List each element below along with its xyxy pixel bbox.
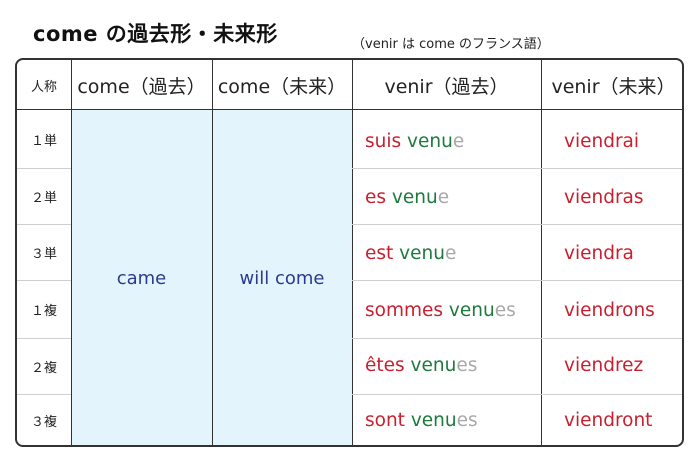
past-participle: venu xyxy=(407,130,453,152)
agreement-ending: e xyxy=(437,186,450,208)
column-divider xyxy=(71,60,72,445)
row-divider xyxy=(17,224,71,225)
row-divider xyxy=(17,280,71,281)
past-participle: venu xyxy=(448,299,495,321)
venir-future-cell: viendront xyxy=(564,410,653,431)
past-participle: venu xyxy=(410,354,457,376)
header-come-past: come（過去） xyxy=(77,75,206,98)
past-participle: venu xyxy=(391,186,438,208)
agreement-ending: es xyxy=(456,354,478,376)
header-person: 人称 xyxy=(30,79,57,95)
row-divider xyxy=(17,338,71,339)
auxiliary-verb: sommes xyxy=(365,299,444,321)
person-label: １複 xyxy=(30,303,57,319)
subtitle-note: （venir は come のフランス語） xyxy=(352,37,550,52)
auxiliary-verb: sont xyxy=(365,410,405,431)
row-divider xyxy=(17,394,71,395)
row-divider xyxy=(352,168,682,169)
agreement-ending: e xyxy=(452,130,465,152)
header-venir-future: venir（未来） xyxy=(551,75,676,98)
row-divider xyxy=(352,224,682,225)
agreement-ending: es xyxy=(494,299,516,321)
column-divider xyxy=(541,60,542,445)
venir-future-cell: viendrai xyxy=(564,130,640,152)
venir-future-cell: viendra xyxy=(564,242,634,264)
person-label: ３単 xyxy=(30,246,57,262)
person-label: ２単 xyxy=(30,190,57,206)
auxiliary-verb: êtes xyxy=(365,354,405,376)
venir-future-cell: viendrons xyxy=(564,299,655,321)
person-label: ２複 xyxy=(30,360,57,376)
come-past-value: came xyxy=(116,268,167,289)
auxiliary-verb: es xyxy=(365,186,387,208)
row-divider xyxy=(17,168,71,169)
column-divider xyxy=(352,60,353,445)
conjugation-table: 人称 come（過去） come（未来） venir（過去） venir（未来）… xyxy=(15,58,684,447)
come-future-value: will come xyxy=(239,268,325,289)
venir-future-cell: viendras xyxy=(564,186,644,208)
header-come-future: come（未来） xyxy=(217,75,347,98)
row-divider xyxy=(352,280,682,281)
page-title: come の過去形・未来形 xyxy=(33,22,278,46)
agreement-ending: e xyxy=(444,242,457,264)
past-participle: venu xyxy=(410,410,457,431)
person-label: １単 xyxy=(30,133,57,149)
column-divider xyxy=(212,60,213,445)
venir-future-cell: viendrez xyxy=(564,354,644,376)
header-divider xyxy=(17,109,682,110)
auxiliary-verb: suis xyxy=(365,130,402,152)
row-divider xyxy=(352,338,682,339)
agreement-ending: es xyxy=(456,410,478,431)
person-label: ３複 xyxy=(30,415,57,430)
row-divider xyxy=(352,394,682,395)
english-columns-highlight xyxy=(71,110,352,445)
header-venir-past: venir（過去） xyxy=(384,75,509,98)
past-participle: venu xyxy=(399,242,445,264)
auxiliary-verb: est xyxy=(365,242,394,264)
